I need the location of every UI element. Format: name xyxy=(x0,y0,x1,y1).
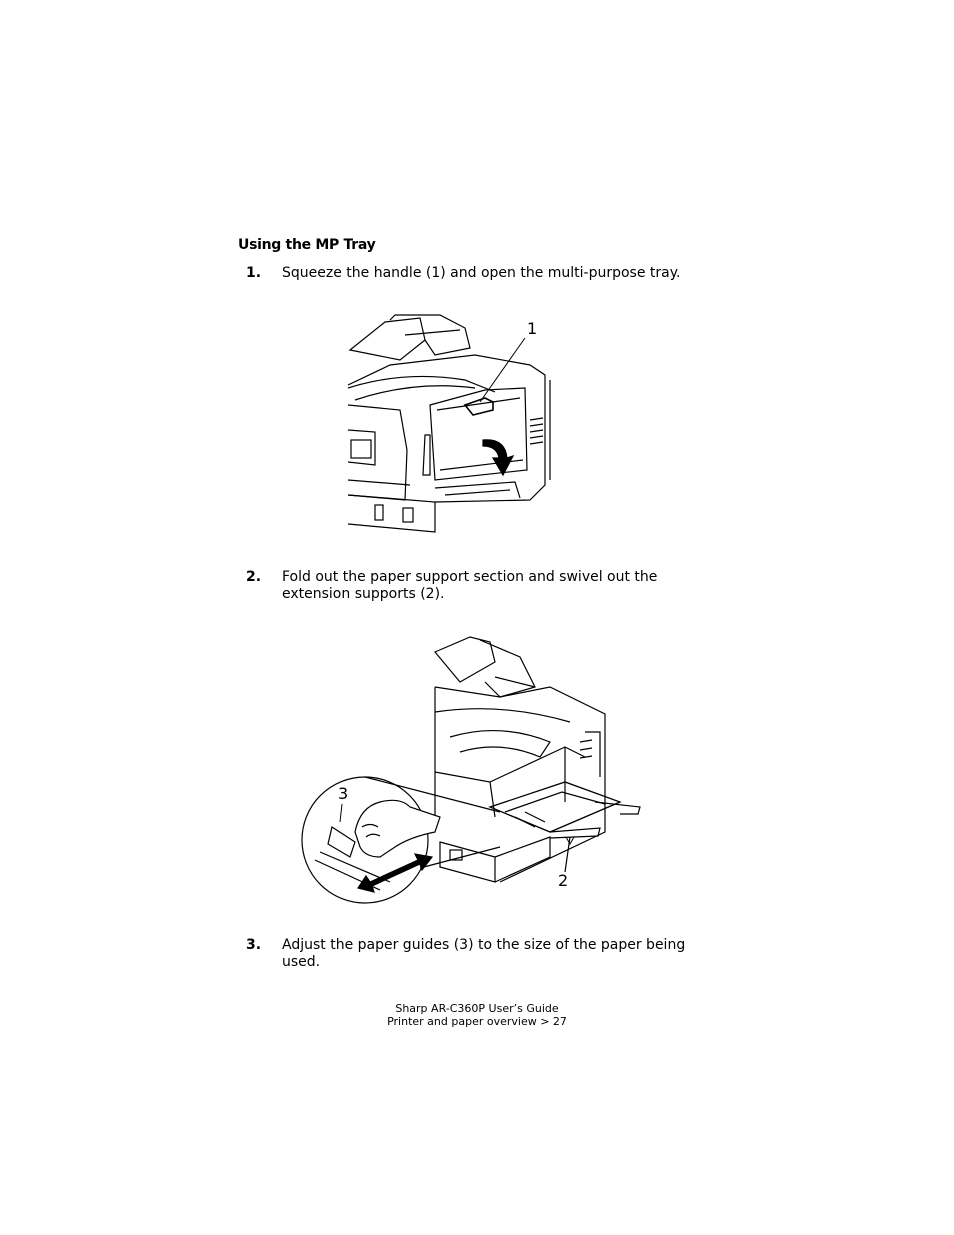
section-heading: Using the MP Tray xyxy=(238,237,376,253)
step-2-text: Fold out the paper support section and s… xyxy=(282,569,658,602)
step-1-number: 1. xyxy=(246,265,262,281)
footer-guide-title: Sharp AR-C360P User’s Guide xyxy=(395,1002,559,1015)
figure-paper-support: 3 2 xyxy=(300,632,645,912)
step-2-number: 2. xyxy=(246,569,262,585)
figure2-callout-2: 2 xyxy=(558,871,568,890)
figure-printer-handle: 1 xyxy=(345,310,555,540)
figure2-callout-3: 3 xyxy=(338,784,348,803)
step-1-text: Squeeze the handle (1) and open the mult… xyxy=(282,265,681,281)
figure1-callout-1: 1 xyxy=(527,319,537,338)
step-3-text: Adjust the paper guides (3) to the size … xyxy=(282,937,686,970)
page-footer: Sharp AR-C360P User’s Guide Printer and … xyxy=(0,1002,954,1028)
step-3-number: 3. xyxy=(246,937,262,953)
footer-page-location: Printer and paper overview > 27 xyxy=(387,1014,567,1028)
